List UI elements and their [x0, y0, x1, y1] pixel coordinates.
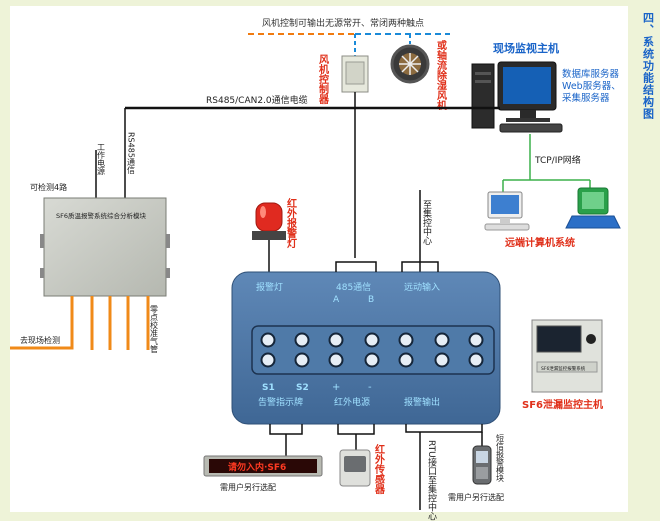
ir-sensor-label: 红外传感器 [373, 443, 386, 495]
svg-text:数据库服务器: 数据库服务器 [562, 68, 620, 80]
user-option-label-2: 需用户另行选配 [448, 492, 504, 502]
terminal-screw [434, 332, 450, 348]
panel-a-label: A [333, 295, 340, 305]
terminal-screw [468, 352, 484, 368]
svg-text:Web服务器、: Web服务器、 [562, 80, 621, 92]
panel-brackets [335, 261, 439, 272]
side-title: 四、系统功能结构图 [642, 12, 656, 120]
field-detect-label: 去现场检测 [20, 335, 60, 345]
detection-module [40, 197, 170, 297]
to-center-label: 至集控中心 [421, 200, 432, 245]
panel-alarm-lamp-label: 报警灯 [256, 281, 283, 293]
panel-s2-label: S2 [296, 383, 309, 393]
panel-plus-label: + [332, 382, 340, 393]
panel-alarm-display-label: 告警指示牌 [258, 396, 303, 408]
rs485-bus-cable [95, 92, 500, 258]
top-contact-line [248, 33, 450, 56]
panel-485-label: 485通信 [336, 281, 371, 293]
remote-laptop-icon [565, 187, 621, 229]
monitor-computer-icon [471, 61, 563, 133]
terminal-screw [294, 352, 310, 368]
terminal-screw [294, 332, 310, 348]
fan-controller-label: 风机控制器 [317, 54, 330, 105]
terminal-screw [468, 332, 484, 348]
panel-s1-label: S1 [262, 383, 275, 393]
rs485-label: RS485通信 [127, 132, 136, 175]
terminal-screws [260, 332, 484, 368]
user-option-label-1: 需用户另行选配 [220, 482, 276, 492]
panel-remote-input-label: 远动输入 [404, 281, 440, 293]
remote-label: 远端计算机系统 [505, 236, 575, 249]
alarm-lamp-label: 红外报警灯 [285, 197, 298, 249]
panel-output-lines [269, 424, 483, 510]
panel-ir-power-label: 红外电源 [334, 396, 370, 408]
panel-alarm-output-label: 报警输出 [404, 396, 440, 408]
sf6-host-screen-label: SF6泄漏监控报警系统 [541, 365, 586, 372]
rtu-label: RTU接口至集控中心 [426, 440, 437, 521]
terminal-screw [328, 332, 344, 348]
remote-desktop-icon [484, 191, 530, 231]
ir-sensor-icon [339, 449, 371, 487]
detect4-label: 可检测4路 [30, 182, 67, 192]
led-display-board [203, 455, 323, 477]
sms-label: 短信报警模块 [496, 433, 505, 483]
tcpip-label: TCP/IP网络 [534, 154, 581, 166]
fan-label: 或轴流除湿风机 [435, 39, 447, 111]
terminal-screw [364, 332, 380, 348]
power-label: 工作电源 [97, 143, 106, 176]
top-note: 风机控制可输出无源常开、常闭两种触点 [262, 17, 424, 29]
sf6-host-label: SF6泄漏监控主机 [522, 398, 603, 411]
sf6-host-device [531, 319, 603, 393]
led-display-text: 请勿入内·SF6 [228, 461, 286, 473]
sms-phone-icon [472, 445, 492, 485]
zero-gas-label: 零点校准气管 [150, 305, 159, 354]
terminal-screw [398, 352, 414, 368]
gas-tubes [10, 296, 150, 350]
svg-text:四、系统功能结构图: 四、系统功能结构图 [642, 12, 656, 120]
module-label: SF6质温报警系统综合分析模块 [56, 211, 147, 220]
panel-b-label: B [368, 295, 374, 305]
server-label: 数据库服务器 Web服务器、 采集服务器 [562, 68, 621, 104]
panel-minus-label: - [368, 382, 372, 393]
terminal-screw [364, 352, 380, 368]
terminal-screw [328, 352, 344, 368]
tcpip-network-lines [502, 134, 591, 192]
fan-controller [341, 55, 369, 93]
terminal-screw [434, 352, 450, 368]
svg-text:采集服务器: 采集服务器 [562, 92, 610, 104]
terminal-screw [398, 332, 414, 348]
alarm-lamp-icon [252, 202, 286, 272]
terminal-panel [231, 271, 501, 425]
terminal-screw [260, 352, 276, 368]
fan-icon [390, 44, 430, 84]
bus-label: RS485/CAN2.0通信电缆 [206, 94, 308, 106]
monitor-host-label: 现场监视主机 [493, 41, 559, 55]
terminal-screw [260, 332, 276, 348]
